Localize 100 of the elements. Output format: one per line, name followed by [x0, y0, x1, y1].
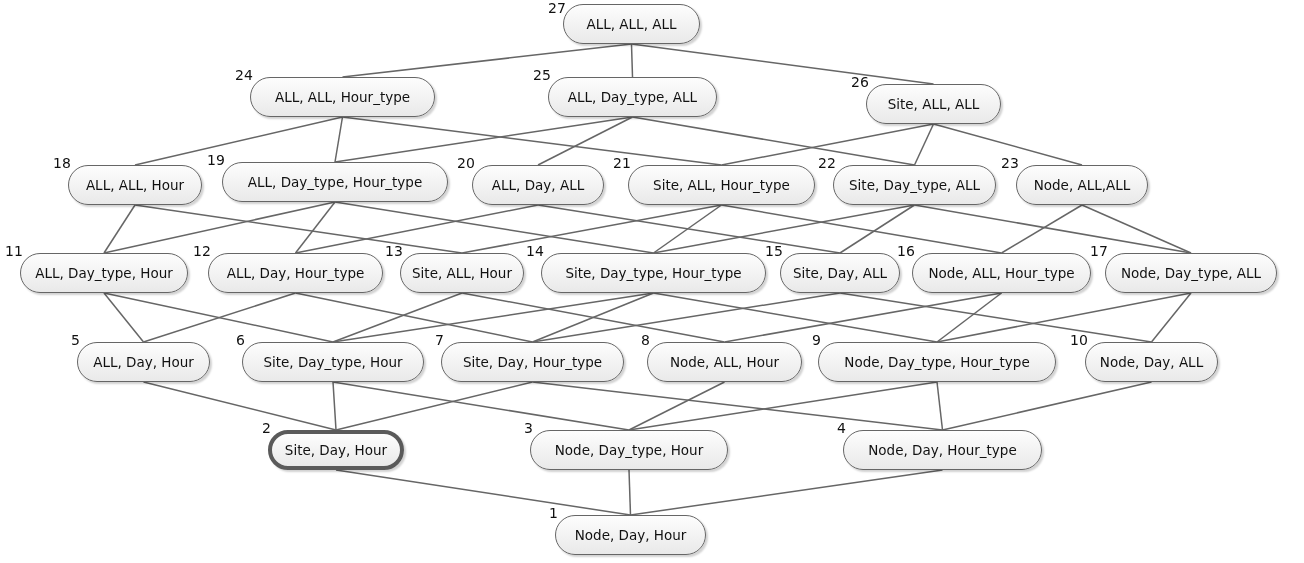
rounded-node-box — [68, 165, 202, 205]
connector-line — [334, 201, 655, 254]
rounded-node-box — [912, 253, 1091, 293]
connector-line — [629, 469, 944, 516]
node-number: 3 — [524, 420, 533, 436]
rounded-node-box — [472, 165, 604, 205]
node-number: 8 — [641, 332, 650, 348]
node-label: ALL, ALL, Hour_type — [274, 89, 411, 105]
connector-line — [103, 201, 336, 254]
connector-line — [142, 381, 337, 431]
node-label: Node, Day, Hour — [574, 527, 687, 543]
connector-line — [936, 292, 1003, 343]
connector-line — [1081, 204, 1192, 254]
node-number: 2 — [262, 420, 271, 436]
node-number: 4 — [837, 420, 846, 436]
node-number: 23 — [1001, 155, 1019, 171]
rounded-node-box — [400, 253, 524, 293]
node-number: 18 — [53, 155, 71, 171]
node-number: 19 — [207, 152, 225, 168]
connector-line — [720, 204, 1003, 254]
node-label: Site, Day_type, Hour — [263, 354, 403, 370]
connector-line — [461, 292, 726, 343]
node-label: ALL, ALL, ALL — [586, 16, 677, 32]
node-number: 20 — [457, 155, 475, 171]
node-number: 12 — [193, 243, 211, 259]
node-label: Node, Day_type, Hour — [554, 442, 704, 458]
connector-line — [652, 292, 938, 343]
node-label: Site, Day, Hour_type — [462, 354, 603, 370]
node-label: ALL, ALL, Hour — [85, 177, 185, 193]
rounded-node-box — [77, 342, 210, 382]
node-number: 13 — [385, 243, 403, 259]
connector-line — [839, 204, 916, 254]
rounded-node-box — [628, 165, 815, 205]
node-number: 5 — [71, 332, 80, 348]
node-label: ALL, Day, Hour_type — [226, 265, 365, 281]
connector-line — [335, 381, 534, 431]
node-number: 11 — [5, 243, 23, 259]
connector-line — [332, 381, 630, 431]
connector-line — [103, 292, 145, 343]
node-number: 22 — [818, 155, 836, 171]
node-label: Node, ALL,ALL — [1033, 177, 1131, 193]
connector-line — [720, 123, 935, 166]
node-label: ALL, Day_type, ALL — [567, 89, 698, 105]
node-label: Node, Day_type, ALL — [1120, 265, 1262, 281]
connector-line — [335, 469, 632, 516]
rounded-node-box — [647, 342, 802, 382]
node-label: Site, ALL, Hour_type — [653, 177, 790, 193]
rounded-node-box — [268, 430, 404, 470]
node-label: Site, ALL, ALL — [887, 96, 980, 112]
rounded-node-box — [208, 253, 383, 293]
connector-line — [936, 381, 944, 431]
connector-line — [142, 292, 297, 343]
connector-line — [537, 204, 841, 254]
node-number: 24 — [235, 67, 253, 83]
node-label: ALL, Day, ALL — [491, 177, 585, 193]
connector-line — [941, 381, 1153, 431]
node-label: Site, Day, Hour — [284, 442, 388, 458]
node-label: Node, Day, ALL — [1099, 354, 1204, 370]
node-number: 14 — [526, 243, 544, 259]
rounded-node-box — [441, 342, 624, 382]
connector-line — [134, 204, 463, 254]
node-number: 1 — [549, 505, 558, 521]
connector-line — [103, 204, 136, 254]
connector-line — [932, 123, 1083, 166]
connector-line — [1150, 292, 1192, 343]
rounded-node-box — [20, 253, 188, 293]
node-number: 15 — [765, 243, 783, 259]
rounded-node-box — [1016, 165, 1148, 205]
node-label: ALL, Day, Hour — [93, 354, 194, 370]
node-label: Node, ALL, Hour_type — [928, 265, 1075, 281]
rounded-node-box — [242, 342, 424, 382]
connector-line — [652, 204, 723, 254]
connector-line — [630, 43, 634, 78]
node-number: 25 — [533, 67, 551, 83]
connector-line — [1000, 204, 1083, 254]
rounded-node-box — [250, 77, 435, 117]
connector-line — [628, 381, 726, 431]
node-number: 17 — [1090, 243, 1108, 259]
node-label: Node, Day, Hour_type — [868, 442, 1017, 458]
rounded-node-box — [555, 515, 706, 555]
node-label: ALL, Day_type, Hour_type — [247, 174, 423, 190]
rounded-node-box — [530, 430, 728, 470]
connector-line — [631, 116, 916, 166]
node-number: 10 — [1070, 332, 1088, 348]
node-number: 7 — [435, 332, 444, 348]
rounded-node-box — [541, 253, 766, 293]
connector-line — [334, 116, 344, 163]
rounded-node-box — [833, 165, 996, 205]
node-number: 16 — [897, 243, 915, 259]
rounded-node-box — [222, 162, 448, 202]
node-number: 9 — [812, 332, 821, 348]
connector-line — [628, 469, 632, 516]
connector-line — [332, 381, 337, 431]
node-number: 26 — [851, 74, 869, 90]
rounded-node-box — [843, 430, 1042, 470]
node-label: Site, Day, ALL — [793, 265, 887, 281]
node-label: Site, Day_type, ALL — [849, 177, 980, 193]
rounded-node-box — [1105, 253, 1277, 293]
node-number: 27 — [548, 0, 566, 16]
connector-line — [531, 292, 655, 343]
